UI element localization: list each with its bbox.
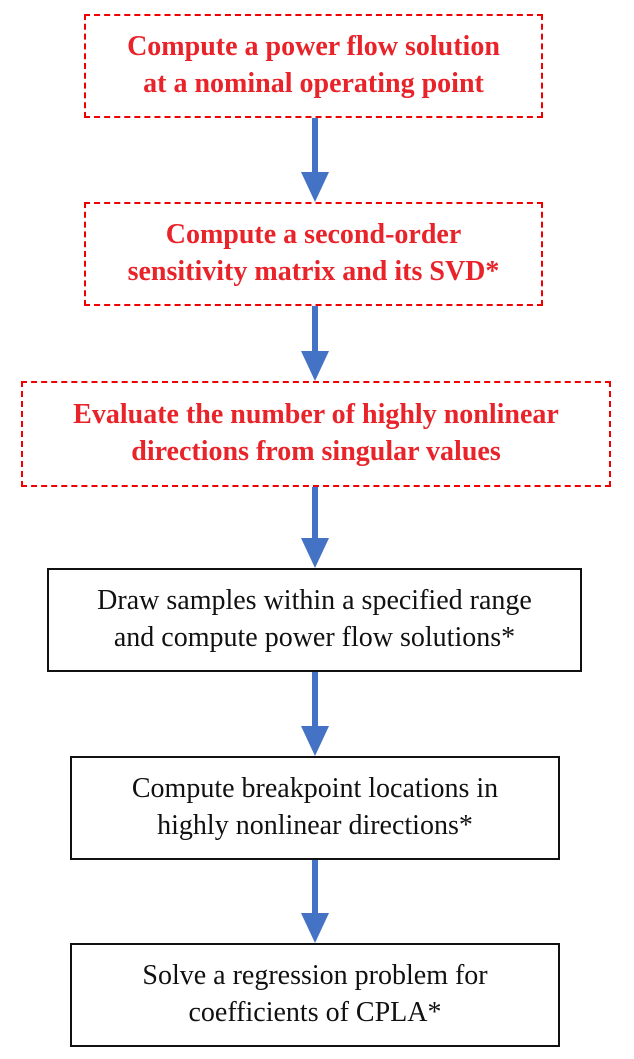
step-text-line: directions from singular values — [131, 436, 501, 467]
step-text-line: sensitivity matrix and its SVD* — [127, 256, 500, 287]
flow-step-nonlinear-directions: Evaluate the number of highly nonlinear … — [21, 381, 611, 487]
step-text-line: coefficients of CPLA* — [188, 997, 442, 1028]
arrow-n3-to-n4 — [301, 487, 329, 568]
arrow-head — [301, 913, 329, 943]
arrow-n2-to-n3 — [301, 306, 329, 381]
step-text-line: Compute breakpoint locations in — [131, 773, 499, 805]
arrow-n1-to-n2 — [301, 118, 329, 202]
step-text-line: Compute a second-order — [165, 219, 462, 251]
arrow-head — [301, 538, 329, 568]
step-text-line: Solve a regression problem for — [142, 960, 488, 992]
flow-step-regression: Solve a regression problem for coefficie… — [70, 943, 560, 1047]
arrow-head — [301, 726, 329, 756]
flow-step-power-flow: Compute a power flow solution at a nomin… — [84, 14, 543, 118]
step-text-line: highly nonlinear directions* — [157, 810, 473, 841]
step-text-line: at a nominal operating point — [143, 68, 484, 99]
arrow-n4-to-n5 — [301, 672, 329, 756]
step-text-line: Draw samples within a specified range — [97, 585, 532, 617]
step-text-line: Evaluate the number of highly nonlinear — [73, 399, 559, 431]
flow-step-sensitivity-svd: Compute a second-order sensitivity matri… — [84, 202, 543, 306]
step-text-line: and compute power flow solutions* — [113, 622, 516, 653]
arrow-head — [301, 351, 329, 381]
arrow-n5-to-n6 — [301, 860, 329, 943]
flow-step-draw-samples: Draw samples within a specified range an… — [47, 568, 582, 672]
step-text-line: Compute a power flow solution — [127, 31, 500, 63]
flow-step-breakpoints: Compute breakpoint locations in highly n… — [70, 756, 560, 860]
arrow-head — [301, 172, 329, 202]
